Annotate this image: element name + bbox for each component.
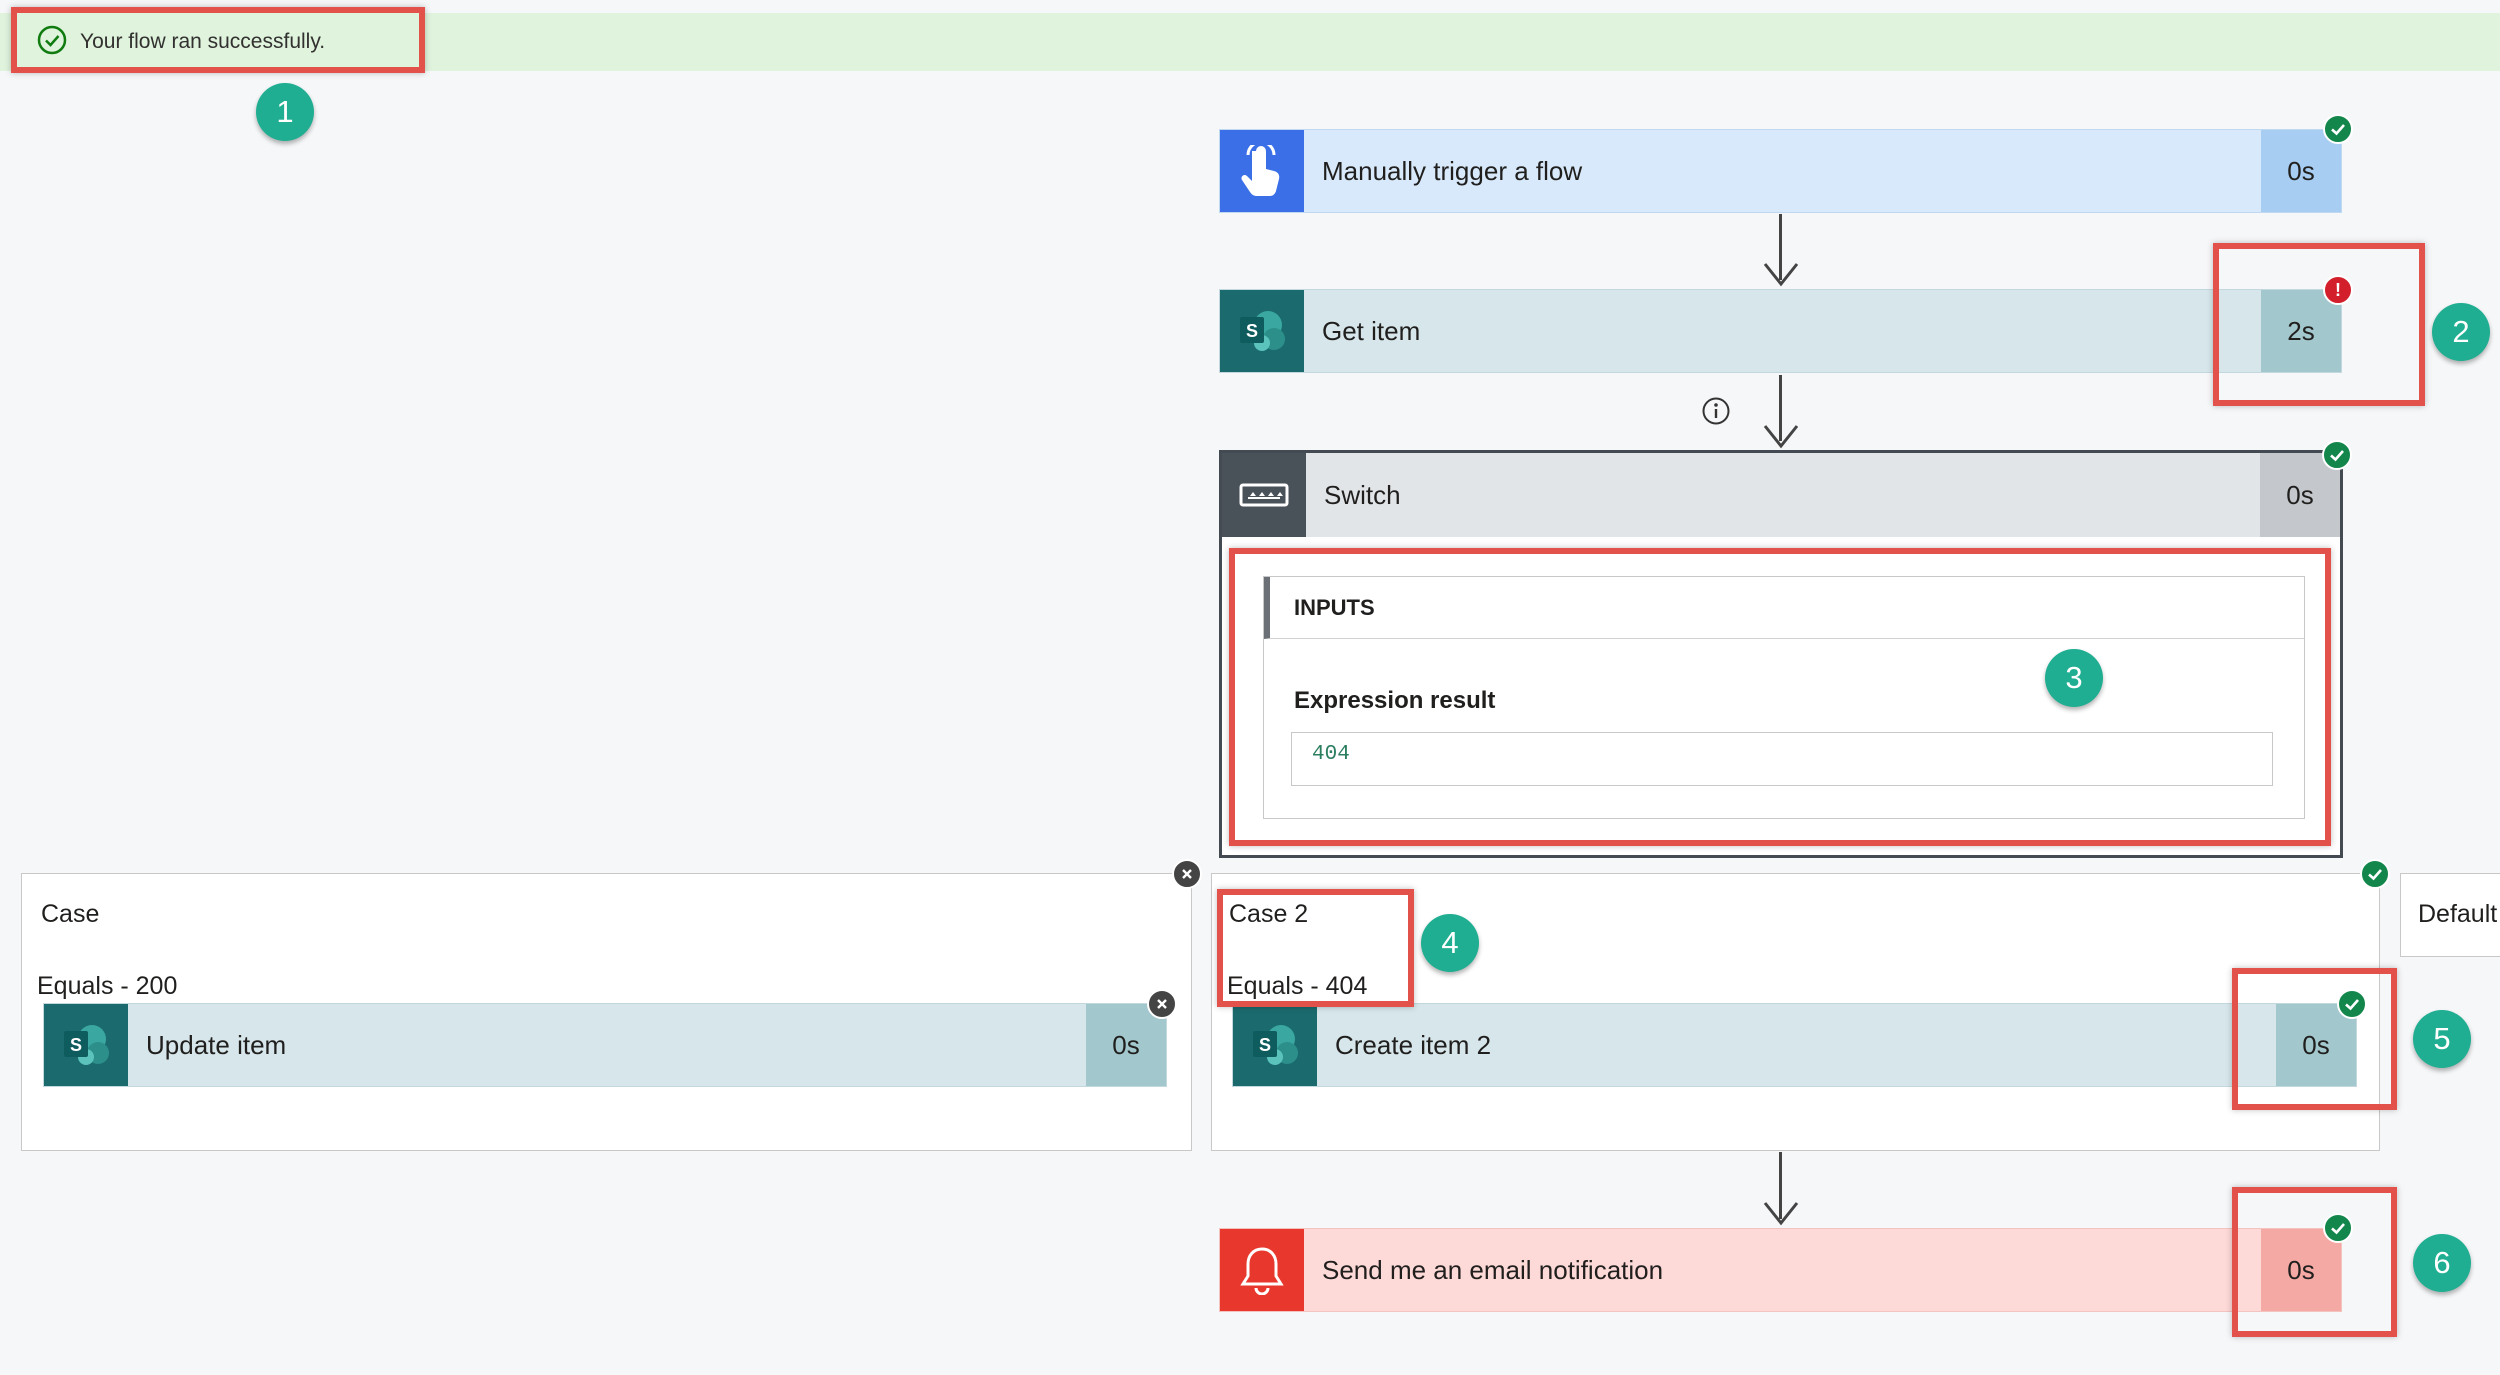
highlight-box-5 — [2232, 968, 2397, 1110]
case-2-condition: Equals - 404 — [1227, 972, 1368, 1000]
callout-3: 3 — [2045, 649, 2103, 707]
callout-2: 2 — [2432, 303, 2490, 361]
trigger-duration: 0s — [2261, 130, 2341, 212]
success-check-icon — [36, 24, 68, 56]
case-skipped-close-icon — [1172, 859, 1202, 889]
email-success-checkmark-icon — [2323, 1213, 2353, 1243]
sharepoint-icon: S — [1233, 1004, 1317, 1086]
connector-line — [1779, 375, 1782, 441]
callout-5: 5 — [2413, 1010, 2471, 1068]
switch-icon — [1222, 453, 1306, 537]
create-item-2-label: Create item 2 — [1335, 1029, 1492, 1060]
create-item-2-action-card[interactable]: S Create item 2 0s — [1232, 1003, 2357, 1087]
get-item-action-card[interactable]: S Get item 2s — [1219, 289, 2342, 373]
switch-header[interactable]: Switch 0s — [1222, 453, 2340, 537]
svg-text:S: S — [1246, 321, 1258, 341]
hand-pointer-icon — [1220, 130, 1304, 212]
highlight-box-1 — [11, 7, 425, 73]
connector-arrow-icon — [1763, 262, 1799, 293]
highlight-box-3 — [1229, 548, 2331, 846]
create-item-2-success-checkmark-icon — [2337, 989, 2367, 1019]
highlight-box-6 — [2232, 1187, 2397, 1337]
bell-icon — [1220, 1229, 1304, 1311]
switch-success-checkmark-icon — [2322, 440, 2352, 470]
callout-4: 4 — [1421, 914, 1479, 972]
highlight-box-4 — [1217, 889, 1414, 1007]
sharepoint-icon: S — [44, 1004, 128, 1086]
case-title: Case — [41, 900, 100, 928]
connector-line — [1779, 1152, 1782, 1219]
info-icon[interactable] — [1701, 396, 1731, 431]
get-item-duration: 2s — [2261, 290, 2341, 372]
svg-text:S: S — [70, 1035, 82, 1055]
create-item-2-duration: 0s — [2276, 1004, 2356, 1086]
update-item-label: Update item — [146, 1029, 287, 1060]
update-item-skipped-close-icon — [1147, 989, 1177, 1019]
banner-message: Your flow ran successfully. — [80, 30, 326, 53]
get-item-error-exclamation-icon: ! — [2323, 275, 2353, 305]
send-email-duration: 0s — [2261, 1229, 2341, 1311]
get-item-label: Get item — [1322, 315, 1421, 346]
trigger-label: Manually trigger a flow — [1322, 155, 1583, 186]
send-email-label: Send me an email notification — [1322, 1254, 1664, 1285]
connector-line — [1779, 214, 1782, 280]
switch-inputs-panel: INPUTS Expression result 404 — [1263, 576, 2305, 819]
connector-arrow-icon — [1763, 424, 1799, 455]
trigger-success-checkmark-icon — [2323, 114, 2353, 144]
connector-arrow-icon — [1763, 1201, 1799, 1232]
switch-duration: 0s — [2260, 453, 2340, 537]
success-banner — [0, 13, 2500, 71]
expression-result-value: 404 — [1291, 732, 2273, 786]
callout-1: 1 — [256, 83, 314, 141]
default-case-title: Default — [2418, 900, 2498, 928]
case-2-title: Case 2 — [1229, 900, 1309, 928]
sharepoint-icon: S — [1220, 290, 1304, 372]
trigger-action-card[interactable]: Manually trigger a flow 0s — [1219, 129, 2342, 213]
switch-label: Switch — [1324, 479, 1401, 510]
svg-text:S: S — [1259, 1035, 1271, 1055]
highlight-box-2 — [2213, 243, 2425, 406]
send-email-action-card[interactable]: Send me an email notification 0s — [1219, 1228, 2342, 1312]
callout-6: 6 — [2413, 1234, 2471, 1292]
switch-action-container[interactable]: Switch 0s INPUTS Expression result 404 — [1219, 450, 2343, 858]
default-case-container[interactable]: Default — [2400, 873, 2500, 957]
update-item-action-card[interactable]: S Update item 0s — [43, 1003, 1167, 1087]
expression-result-label: Expression result — [1294, 687, 1496, 714]
case-2-success-checkmark-icon — [2360, 859, 2390, 889]
update-item-duration: 0s — [1086, 1004, 1166, 1086]
inputs-heading: INPUTS — [1264, 577, 2304, 639]
case-condition: Equals - 200 — [37, 972, 178, 1000]
